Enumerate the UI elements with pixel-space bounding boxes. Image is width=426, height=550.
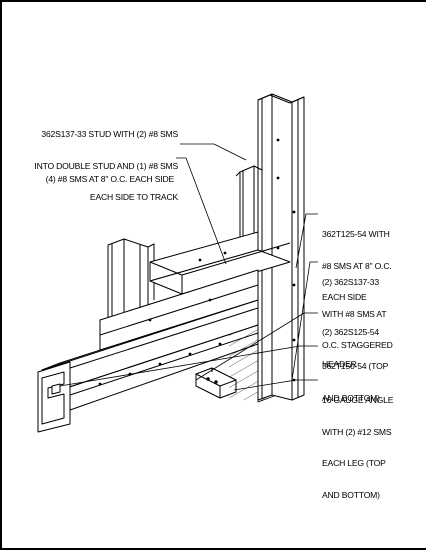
callout-line: 362T150-54 (TOP [322,361,389,371]
callout-top-bottom-track-note: 362T150-54 (TOP AND BOTTOM) [322,340,388,414]
callout-line: O.C. STAGGERED [322,340,393,350]
callout-line: 362S137-33 STUD WITH (2) #8 SMS [41,129,178,139]
header-section [37,361,71,433]
callout-line: EACH LEG (TOP [322,458,386,468]
callout-double-stud-note: (2) 362S137-33 WITH #8 SMS AT O.C. STAGG… [322,256,393,361]
callout-line: (4) #8 SMS AT 8" O.C. EACH SIDE [45,174,175,184]
header-top-track [149,231,291,295]
callout-header-note: (2) 362S125-54 HEADER [322,306,379,380]
callout-line: WITH #8 SMS AT [322,308,387,319]
callout-line: EACH SIDE TO TRACK [89,192,178,202]
callout-line: #8 SMS AT 8" O.C. [322,260,392,271]
callout-track-note: 362T125-54 WITH #8 SMS AT 8" O.C. EACH S… [322,208,392,313]
callout-line: 16 GAUGE ANGLE [322,395,394,405]
callout-line: (2) 362S137-33 [322,277,379,287]
callout-line: (2) 362S125-54 [322,327,379,337]
callout-angle-note: 16 GAUGE ANGLE WITH (2) #12 SMS EACH LEG… [322,374,393,511]
callout-line: HEADER [322,358,357,369]
callout-sms-note: (4) #8 SMS AT 8" O.C. EACH SIDE [4,153,175,195]
callout-stud-note: 362S137-33 STUD WITH (2) #8 SMS INTO DOU… [4,108,178,213]
rear-track [99,269,259,351]
callout-line: AND BOTTOM) [322,392,380,403]
callout-line: 362T125-54 WITH [322,229,390,239]
callout-line: EACH SIDE [322,292,367,302]
callout-line: WITH (2) #12 SMS [322,426,392,437]
double-stud [257,93,305,401]
callout-line: AND BOTTOM) [322,489,380,500]
leader-lines [59,143,318,391]
callout-line: INTO DOUBLE STUD AND (1) #8 SMS [34,160,178,171]
